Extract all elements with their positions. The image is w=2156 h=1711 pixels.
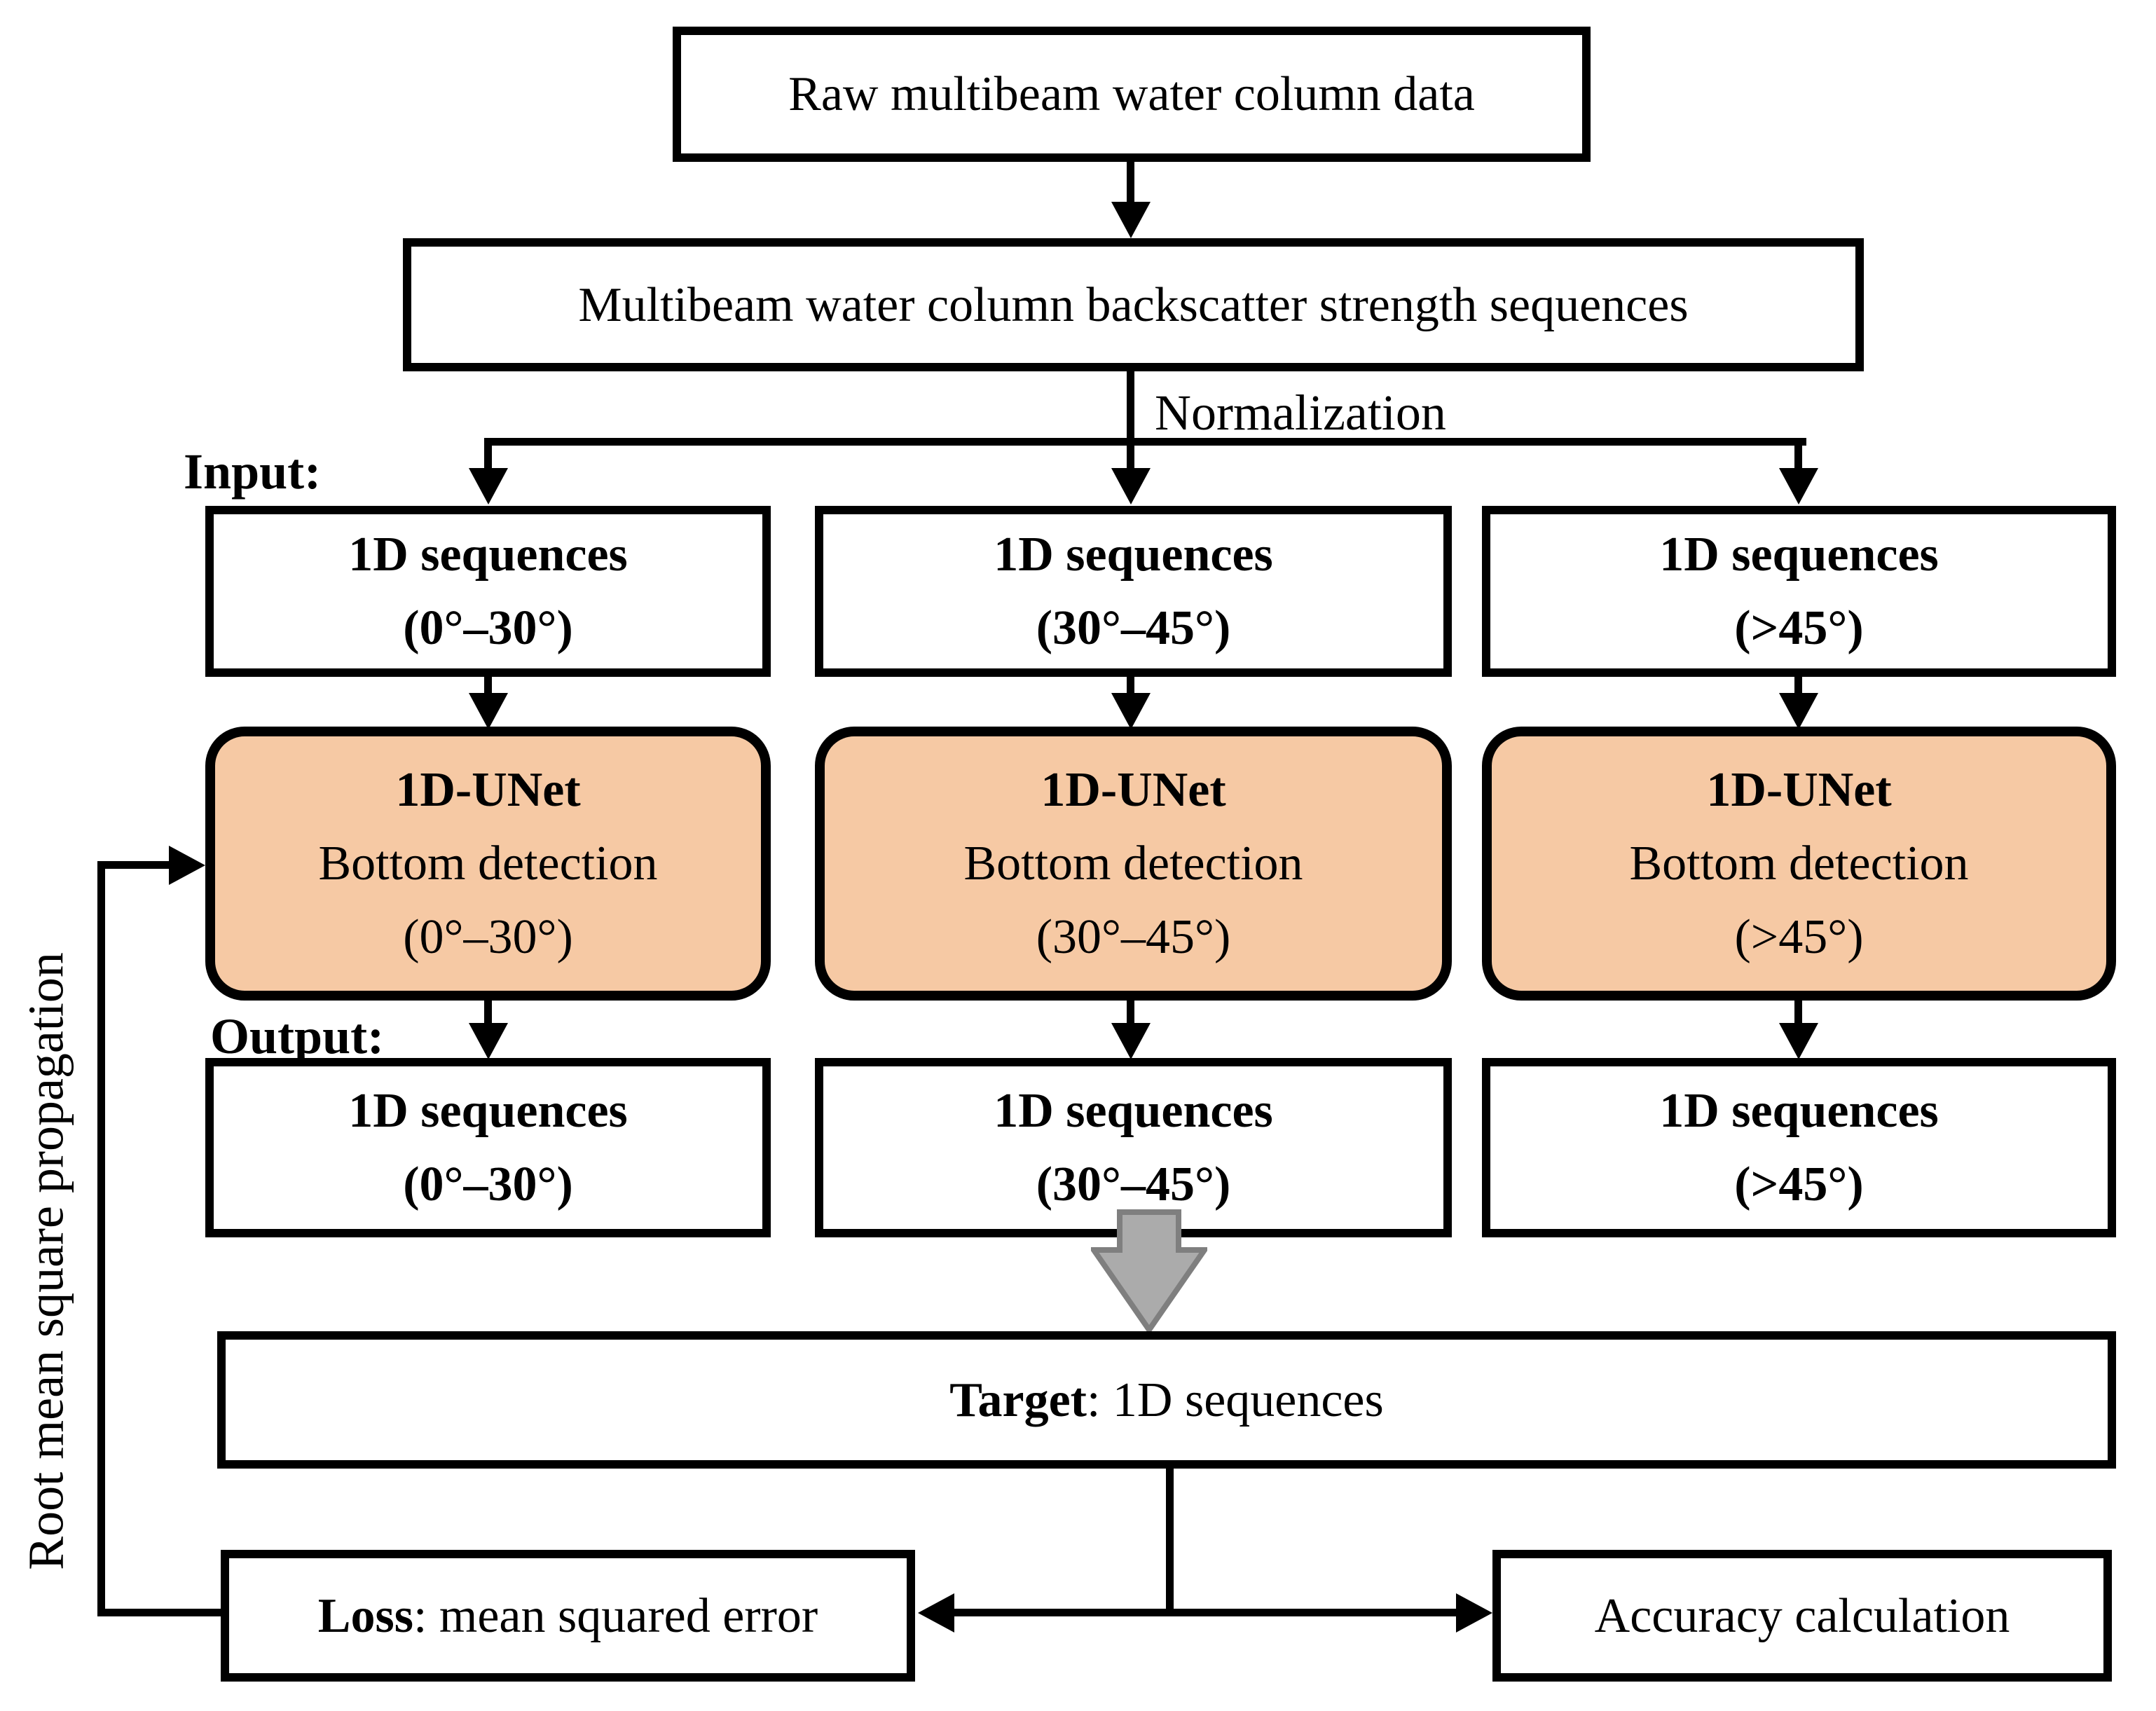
arrowhead-unet-out-right [1779,1023,1818,1059]
node-raw-data-label: Raw multibeam water column data [788,67,1475,121]
drop-middle [1127,438,1134,472]
node-unet-30-45: 1D-UNet Bottom detection (30°–45°) [815,727,1452,1001]
node-input-0-30: 1D sequences (0°–30°) [205,506,771,677]
rmsprop-label: Root mean square propagation [18,952,74,1570]
arrowhead-to-accuracy [1456,1593,1492,1633]
input-box-line2: (30°–45°) [1036,601,1231,655]
node-output-0-30: 1D sequences (0°–30°) [205,1058,771,1237]
loss-box-rest: : mean squared error [413,1588,818,1643]
output-box-line2: (0°–30°) [403,1157,573,1211]
output-box-line1: 1D sequences [1659,1084,1939,1138]
arrowhead-in-unet-right [1779,693,1818,729]
unet-box-title: 1D-UNet [1041,763,1226,817]
feedback-bottom-line [97,1609,224,1616]
connector-in-unet-left [484,673,492,697]
node-unet-0-30: 1D-UNet Bottom detection (0°–30°) [205,727,771,1001]
output-label: Output: [210,1008,385,1064]
node-input-gt45: 1D sequences (>45°) [1482,506,2116,677]
unet-box-line3: (30°–45°) [1036,910,1231,964]
connector-unet-out-middle [1127,996,1134,1028]
arrowhead-to-loss [918,1593,954,1633]
arrowhead-unet-out-middle [1111,1023,1151,1059]
output-box-line1: 1D sequences [348,1084,628,1138]
input-box-line2: (>45°) [1734,601,1864,655]
unet-box-line2: Bottom detection [963,837,1303,891]
connector-in-unet-middle [1127,673,1134,697]
connector-raw-to-seq [1127,158,1134,203]
split-line [484,438,1806,446]
arrowhead-in-unet-middle [1111,693,1151,729]
target-box-rest: : 1D sequences [1086,1373,1384,1427]
loss-box-bold: Loss [317,1588,413,1643]
node-backscatter-sequences: Multibeam water column backscatter stren… [403,238,1864,371]
node-backscatter-sequences-label: Multibeam water column backscatter stren… [578,277,1689,332]
unet-box-line3: (>45°) [1734,910,1864,964]
connector-in-unet-right [1794,673,1802,697]
unet-box-title: 1D-UNet [1706,763,1892,817]
arrowhead-drop-middle [1111,468,1151,504]
connector-target-down [1166,1466,1174,1616]
input-box-line1: 1D sequences [1659,528,1939,582]
unet-box-line2: Bottom detection [318,837,658,891]
drop-left [484,438,492,472]
node-raw-data: Raw multibeam water column data [673,27,1591,162]
arrowhead-raw-to-seq [1111,202,1151,238]
node-accuracy: Accuracy calculation [1492,1550,2112,1682]
connector-seq-to-split [1127,367,1134,441]
node-target: Target: 1D sequences [217,1331,2116,1469]
output-box-line2: (>45°) [1734,1157,1864,1211]
node-loss: Loss: mean squared error [221,1550,915,1682]
input-box-line1: 1D sequences [348,528,628,582]
connector-unet-out-left [484,996,492,1028]
arrowhead-unet-out-left [469,1023,508,1059]
arrowhead-in-unet-left [469,693,508,729]
unet-box-line3: (0°–30°) [403,910,573,964]
drop-right [1794,438,1802,472]
node-unet-gt45: 1D-UNet Bottom detection (>45°) [1482,727,2116,1001]
output-box-line2: (30°–45°) [1036,1157,1231,1211]
unet-box-line2: Bottom detection [1629,837,1969,891]
node-input-30-45: 1D sequences (30°–45°) [815,506,1452,677]
node-output-30-45: 1D sequences (30°–45°) [815,1058,1452,1237]
input-box-line1: 1D sequences [994,528,1273,582]
arrowhead-drop-right [1779,468,1818,504]
arrowhead-drop-left [469,468,508,504]
input-box-line2: (0°–30°) [403,601,573,655]
gray-block-arrow-icon [1091,1209,1207,1334]
feedback-vertical-line [97,861,105,1616]
crossbar-line [946,1609,1464,1616]
accuracy-box-label: Accuracy calculation [1594,1588,2010,1643]
arrowhead-feedback-to-unet [169,846,205,885]
node-output-gt45: 1D sequences (>45°) [1482,1058,2116,1237]
feedback-top-line [97,861,170,869]
input-label: Input: [184,444,322,500]
output-box-line1: 1D sequences [994,1084,1273,1138]
connector-unet-out-right [1794,996,1802,1028]
normalization-label: Normalization [1155,385,1446,441]
unet-box-title: 1D-UNet [395,763,581,817]
target-box-bold: Target [949,1373,1087,1427]
